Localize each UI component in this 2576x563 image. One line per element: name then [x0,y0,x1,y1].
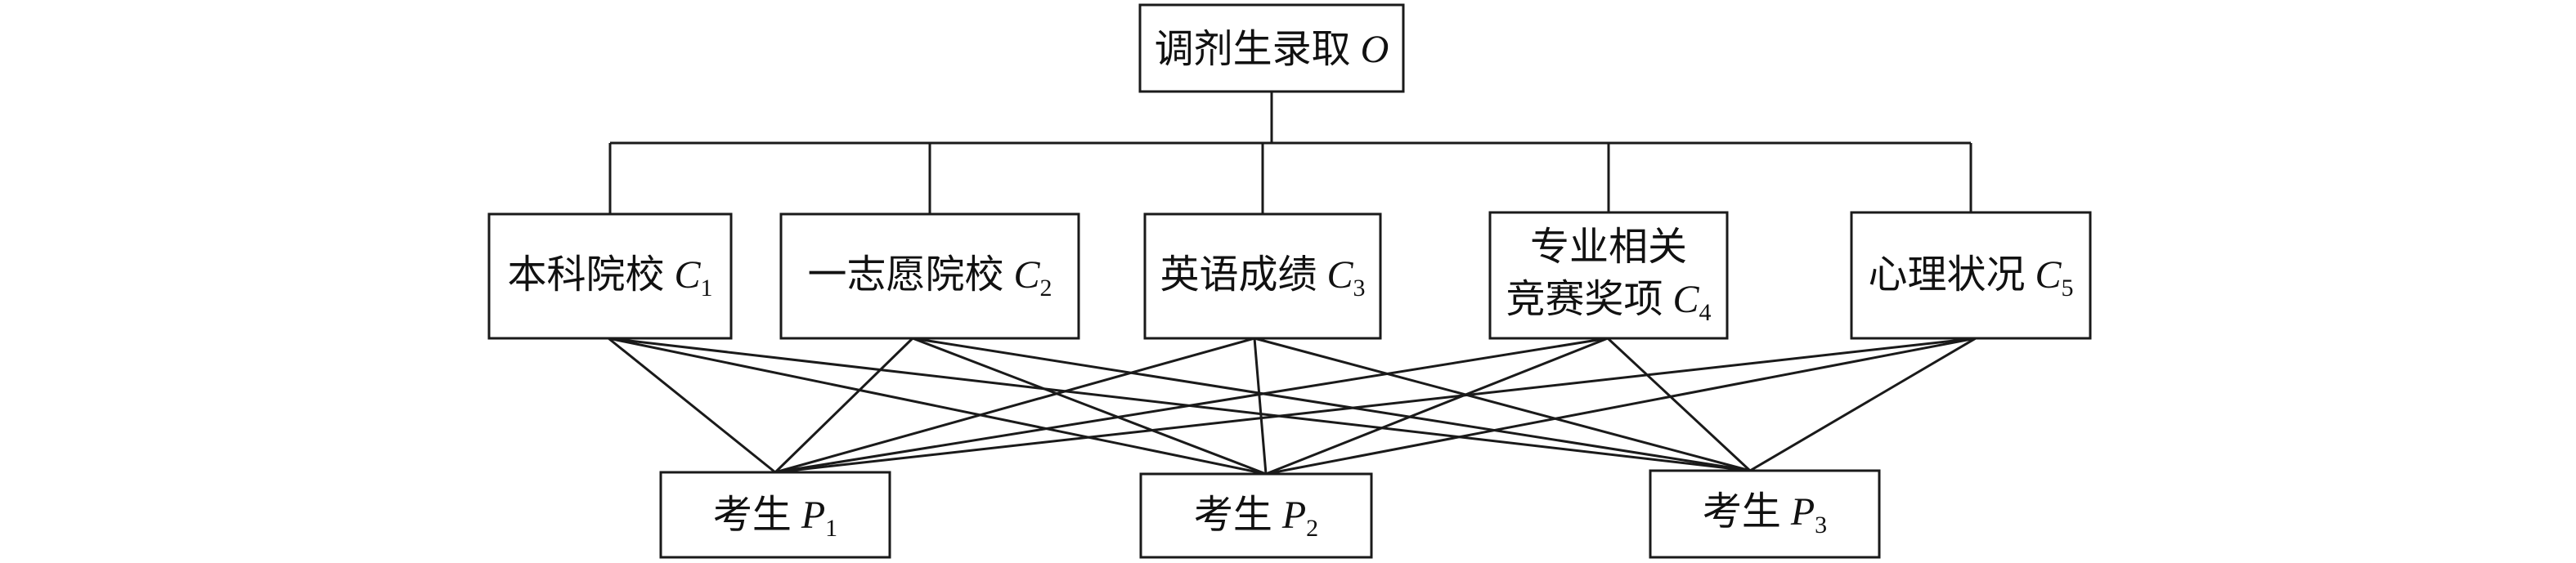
criterion-node-c1: 本科院校 C1 [487,212,733,340]
svg-text:考生 P3: 考生 P3 [1703,490,1827,538]
criterion-alternative-link [774,337,1255,474]
alternative-symbol: P [1790,490,1815,534]
connector-lines [608,92,1977,476]
alternative-label: 考生 [1703,490,1781,534]
criterion-alternative-link [774,337,1609,474]
svg-text:本科院校 C1: 本科院校 C1 [507,253,712,302]
criteria-alternative-links [608,337,1977,476]
svg-text:考生 P1: 考生 P1 [713,494,837,542]
alternative-label: 考生 [1194,494,1272,537]
svg-text:英语成绩 C3: 英语成绩 C3 [1160,253,1365,302]
criterion-label: 本科院校 [507,253,664,297]
criterion-alternative-link [1253,337,1268,475]
alternative-subscript: 3 [1815,512,1827,538]
criterion-node-c4: 专业相关 竞赛奖项 C4 [1488,211,1729,340]
svg-text:专业相关: 专业相关 [1530,226,1687,269]
goal-criteria-tree [608,92,1972,214]
criterion-symbol: C [1327,253,1354,297]
criterion-node-c5: 心理状况 C5 [1850,211,2092,340]
criterion-subscript: 1 [701,275,713,302]
criterion-subscript: 5 [2062,275,2074,302]
alternative-node-p2: 考生 P2 [1139,472,1373,559]
criterion-node-c2: 一志愿院校 C2 [779,212,1080,340]
svg-text:竞赛奖项 C4: 竞赛奖项 C4 [1506,278,1711,326]
alternative-subscript: 1 [825,515,837,542]
goal-label: 调剂生录取 [1155,28,1351,71]
criterion-label: 心理状况 [1868,253,2025,297]
criterion-node-c3: 英语成绩 C3 [1143,212,1382,340]
criterion-alternative-link [608,337,1267,476]
alternative-node-p3: 考生 P3 [1649,469,1881,559]
svg-text:心理状况 C5: 心理状况 C5 [1868,253,2073,302]
criterion-subscript: 4 [1699,299,1712,326]
criterion-alternative-link [774,337,914,474]
svg-text:一志愿院校 C2: 一志愿院校 C2 [807,253,1052,302]
criterion-alternative-link [912,337,1267,476]
criterion-alternative-link [774,337,1977,474]
criterion-symbol: C [1673,278,1700,321]
criterion-alternative-link [912,337,1751,472]
alternative-label: 考生 [713,494,792,537]
svg-text:调剂生录取 O: 调剂生录取 O [1155,28,1389,71]
criterion-symbol: C [675,253,702,297]
criterion-alternative-link [1265,337,1609,476]
goal-node: 调剂生录取 O [1138,3,1405,93]
goal-symbol: O [1361,28,1389,71]
criterion-alternative-link [1606,337,1752,472]
alternative-symbol: P [801,494,825,537]
alternative-node-p1: 考生 P1 [659,471,891,559]
criterion-symbol: C [1014,253,1041,297]
criterion-alternative-link [608,337,1751,472]
criterion-alternative-link [1254,337,1751,472]
criterion-label-line2: 竞赛奖项 [1506,278,1663,321]
criterion-label: 一志愿院校 [807,253,1003,297]
criterion-label-line1: 专业相关 [1530,226,1687,269]
criterion-symbol: C [2035,253,2062,297]
svg-text:考生 P2: 考生 P2 [1194,494,1318,542]
criterion-label: 英语成绩 [1160,253,1317,297]
criterion-subscript: 3 [1353,275,1366,302]
criterion-alternative-link [1749,337,1977,472]
criterion-subscript: 2 [1040,275,1052,302]
criterion-alternative-link [1265,337,1977,476]
alternative-subscript: 2 [1306,515,1318,542]
alternative-symbol: P [1281,494,1306,537]
criterion-alternative-link [608,337,776,474]
